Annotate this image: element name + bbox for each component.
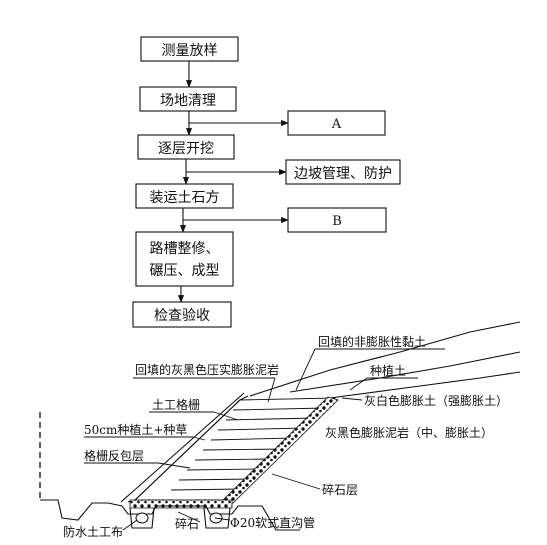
label-grey-black-mudstone: 灰黑色膨胀泥岩（中、膨胀土） [325, 425, 493, 440]
label-backfill-clay: 回填的非膨胀性黏土 [318, 334, 426, 349]
side-step-a-label: A [331, 117, 342, 132]
label-backfill-mudstone: 回填的灰黑色压实膨胀泥岩 [135, 362, 279, 377]
side-step-a: A [287, 110, 386, 136]
step-inspection: 检查验收 [132, 301, 232, 328]
ground-line-top [249, 321, 521, 397]
side-step-b: B [287, 207, 387, 233]
label-planting-soil: 种植土 [370, 363, 406, 378]
step-trench-label-1: 路槽整修、 [150, 241, 220, 257]
leader-lines [84, 348, 445, 531]
slope-section: 回填的非膨胀性黏土 回填的灰黑色压实膨胀泥岩 种植土 灰白色膨胀土（强膨胀土） … [39, 321, 521, 539]
gravel-band-back [222, 396, 339, 504]
planting-soil-face-outer [120, 392, 245, 503]
side-step-slope-label: 边坡管理、防护 [294, 166, 392, 182]
label-grey-white-soil: 灰白色膨胀土（强膨胀土） [364, 393, 508, 408]
flowchart: 测量放样 场地清理 逐层开挖 装运土石方 路槽整修、 碾压、成型 检查验收 A [132, 36, 401, 328]
gravel-base-layer [129, 499, 233, 509]
label-gravel: 碎石 [175, 516, 199, 531]
step-clearing-label: 场地清理 [160, 93, 216, 109]
ground-profile [40, 499, 300, 531]
geogrid-layers [170, 407, 326, 491]
label-planting-grass: 50cm种植土+种草 [84, 422, 187, 437]
ground-line-middle [289, 351, 521, 393]
label-geogrid: 土工格栅 [152, 397, 200, 412]
side-step-slope: 边坡管理、防护 [285, 159, 401, 185]
step-trench-label-2: 碾压、成型 [150, 263, 220, 279]
ground-line-lower [329, 371, 521, 399]
step-clearing: 场地清理 [139, 86, 237, 112]
step-transport-label: 装运土石方 [150, 190, 220, 206]
step-excavation-label: 逐层开挖 [158, 141, 214, 157]
drain-trench-left [129, 507, 155, 529]
label-geotextile: 防水土工布 [63, 524, 123, 539]
side-step-b-label: B [332, 214, 342, 229]
label-drain-pipe: Φ20软式直沟管 [230, 515, 315, 530]
label-grid-filter: 格栅反包层 [84, 448, 144, 463]
step-trench: 路槽整修、 碾压、成型 [135, 231, 234, 287]
step-inspection-label: 检查验收 [154, 308, 210, 324]
step-transport: 装运土石方 [135, 183, 234, 209]
step-excavation: 逐层开挖 [137, 134, 235, 160]
label-gravel-layer: 碎石层 [322, 482, 358, 497]
step-survey: 测量放样 [140, 36, 239, 62]
step-survey-label: 测量放样 [162, 43, 218, 59]
